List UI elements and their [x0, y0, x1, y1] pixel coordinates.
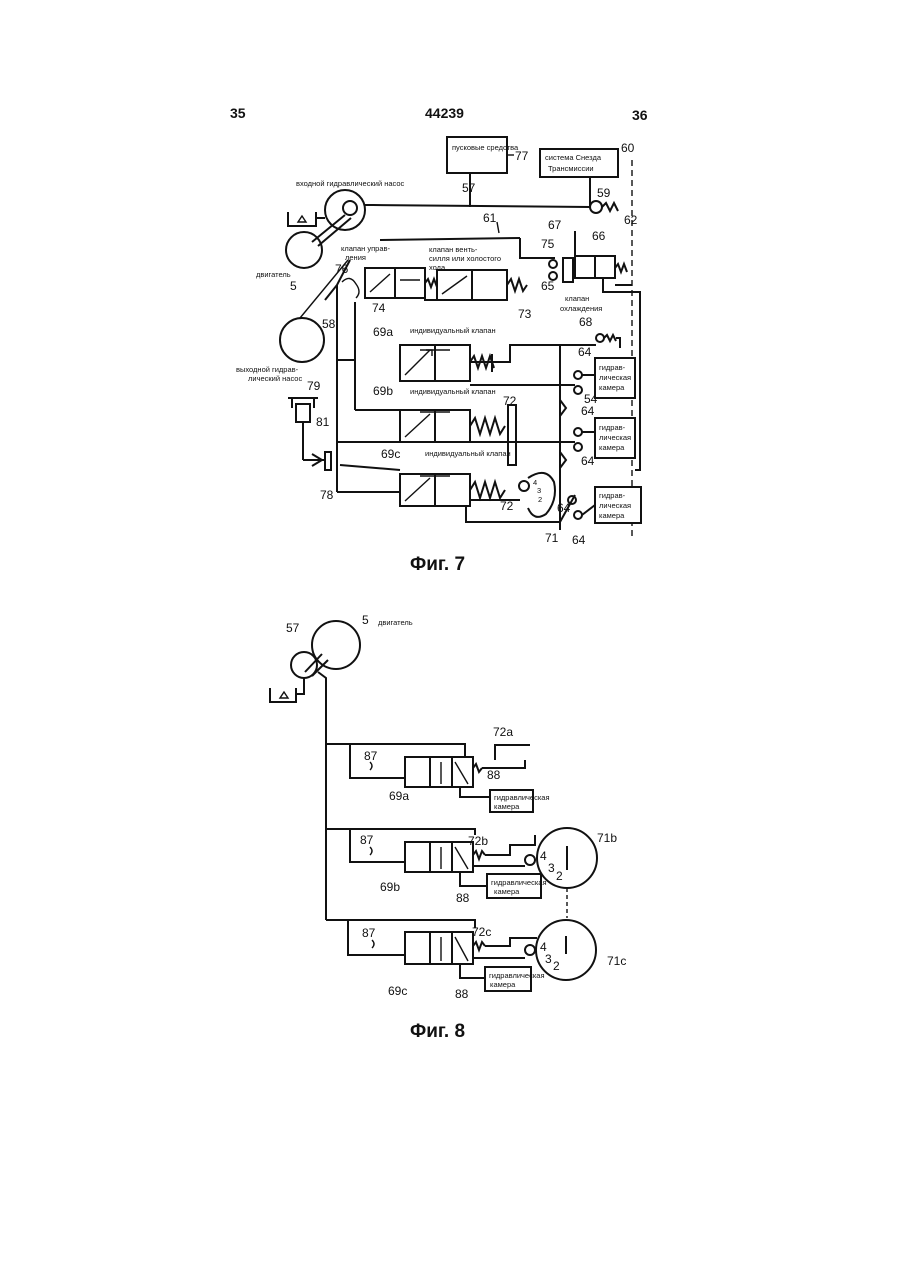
label-67: 67	[548, 218, 562, 232]
cooling-valve-label-2: охлаждения	[560, 304, 602, 313]
fig8-chamber-c-label-2: камера	[490, 980, 516, 989]
fig8-label-57: 57	[286, 621, 300, 635]
cooling-valve-label-1: клапан	[565, 294, 589, 303]
page-number-right: 36	[632, 107, 648, 123]
label-64-c: 64	[581, 454, 595, 468]
chamber-3-label-1: гидрав-	[599, 491, 626, 500]
label-66: 66	[592, 229, 606, 243]
chamber-1-label-2: лическая	[599, 373, 631, 382]
figure-7: пусковые средства 77 система Снезда Тран…	[236, 137, 641, 547]
chamber-1-label-1: гидрав-	[599, 363, 626, 372]
fig8-chamber-b-label-1: гидравлическая	[491, 878, 547, 887]
chamber-2-label-3: камера	[599, 443, 625, 452]
label-75: 75	[541, 237, 555, 251]
label-73: 73	[518, 307, 532, 321]
label-74: 74	[372, 301, 386, 315]
engine-label: двигатель	[256, 270, 291, 279]
fig8-label-71b: 71b	[597, 831, 617, 845]
indiv-valve-a-label: индивидуальный клапан	[410, 326, 496, 335]
selector-pos-3-fig7: 3	[537, 486, 541, 495]
fig8-pos-2b: 2	[556, 869, 563, 883]
document-number: 44239	[425, 105, 464, 121]
label-78: 78	[320, 488, 334, 502]
cooling-valve-body	[563, 258, 573, 282]
fig8-chamber-b-label-2: камера	[494, 887, 520, 896]
label-65: 65	[541, 279, 555, 293]
label-64-a: 64	[578, 345, 592, 359]
fig8-label-72c: 72c	[472, 925, 491, 939]
label-81: 81	[316, 415, 330, 429]
chamber-3-label-2: лическая	[599, 501, 631, 510]
output-pump-label-1: выходной гидрав-	[236, 365, 299, 374]
label-61: 61	[483, 211, 497, 225]
chamber-1-label-3: камера	[599, 383, 625, 392]
fig8-label-88b: 88	[456, 891, 470, 905]
fig8-label-69c: 69c	[388, 984, 407, 998]
label-59: 59	[597, 186, 611, 200]
figure-8-caption: Фиг. 8	[410, 1021, 465, 1042]
fig8-label-5: 5	[362, 613, 369, 627]
fig8-pos-2c: 2	[553, 959, 560, 973]
label-79: 79	[307, 379, 321, 393]
indiv-valve-c-label: индивидуальный клапан	[425, 449, 511, 458]
chamber-2-label-1: гидрав-	[599, 423, 626, 432]
indiv-valve-b-label: индивидуальный клапан	[410, 387, 496, 396]
label-68: 68	[579, 315, 593, 329]
fig8-valve-69a	[405, 757, 473, 787]
label-58: 58	[322, 317, 336, 331]
idle-valve-label-1: клапан венть-	[429, 245, 478, 254]
label-60: 60	[621, 141, 635, 155]
fig8-label-88a: 88	[487, 768, 501, 782]
figure-8: 57 5 двигатель 87 72a 88 69a гидравличес…	[270, 613, 626, 1001]
fig8-label-87b: 87	[360, 833, 374, 847]
brake-system-label-1: система Снезда	[545, 153, 602, 162]
label-69a: 69a	[373, 325, 393, 339]
fig8-engine-circle	[312, 621, 360, 669]
fig8-label-87c: 87	[362, 926, 376, 940]
chamber-3-label-3: камера	[599, 511, 625, 520]
label-71-fig7: 71	[545, 531, 559, 545]
start-means-label: пусковые средства	[452, 143, 519, 152]
page-number-left: 35	[230, 105, 246, 121]
figure-7-caption: Фиг. 7	[410, 554, 465, 575]
label-62: 62	[624, 213, 638, 227]
fig8-label-88c: 88	[455, 987, 469, 1001]
fig8-valve-69b	[405, 842, 473, 872]
label-69b: 69b	[373, 384, 393, 398]
label-69c: 69c	[381, 447, 400, 461]
fig8-label-72b: 72b	[468, 834, 488, 848]
fig8-label-72a: 72a	[493, 725, 513, 739]
fig8-valve-69c	[405, 932, 473, 964]
fig8-chamber-a-label-1: гидравлическая	[494, 793, 550, 802]
output-pump-label-2: лический насос	[248, 374, 302, 383]
fig8-pos-3b: 3	[548, 861, 555, 875]
label-5: 5	[290, 279, 297, 293]
label-72-bottom: 72	[500, 499, 514, 513]
input-pump-label: входной гидравлический насос	[296, 179, 405, 188]
fig8-pos-4b: 4	[540, 849, 547, 863]
fig8-label-69a: 69a	[389, 789, 409, 803]
fig8-engine-label: двигатель	[378, 618, 413, 627]
fig8-pos-3c: 3	[545, 952, 552, 966]
selector-pos-2-fig7: 2	[538, 495, 542, 504]
chamber-2-label-2: лическая	[599, 433, 631, 442]
fig8-label-71c: 71c	[607, 954, 626, 968]
idle-valve-label-2: силля или холостого	[429, 254, 501, 263]
control-valve-label-1: клапан управ-	[341, 244, 391, 253]
label-64-e: 64	[572, 533, 586, 547]
label-64-b: 64	[581, 404, 595, 418]
label-57: 57	[462, 181, 476, 195]
brake-system-label-2: Трансмиссии	[548, 164, 594, 173]
fig8-chamber-a-label-2: камера	[494, 802, 520, 811]
fig8-label-69b: 69b	[380, 880, 400, 894]
label-77: 77	[515, 149, 529, 163]
fig8-label-87a: 87	[364, 749, 378, 763]
fig8-chamber-c-label-1: гидравлическая	[489, 971, 545, 980]
output-pump-circle	[280, 318, 324, 362]
